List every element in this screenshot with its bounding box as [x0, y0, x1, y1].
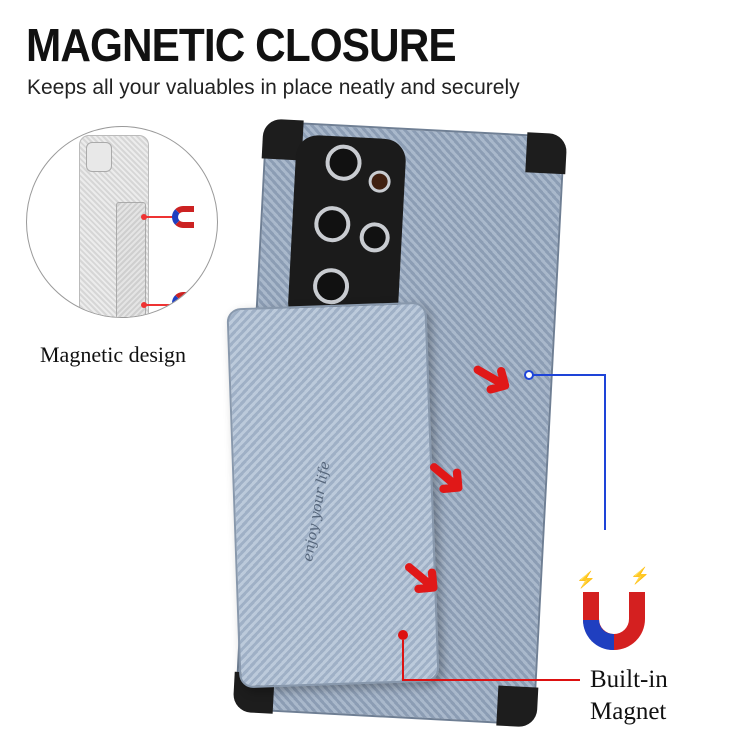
camera-module: [287, 134, 407, 330]
magnetic-design-inset: [26, 126, 218, 318]
callout-line1: Built-in: [590, 666, 668, 693]
camera-lens: [312, 267, 350, 306]
subtitle: Keeps all your valuables in place neatly…: [27, 76, 520, 99]
camera-lens: [358, 221, 391, 254]
card-wallet: [226, 301, 440, 689]
inset-magnet-icon: [172, 292, 194, 314]
inset-phone-image: [79, 135, 149, 317]
inset-pointer-line: [143, 304, 173, 306]
red-pointer-line: [402, 679, 580, 681]
flash-icon: [368, 170, 392, 194]
case-corner: [525, 132, 568, 175]
inset-magnet-icon: [172, 206, 194, 228]
inset-caption: Magnetic design: [40, 342, 187, 367]
red-point-dot: [398, 630, 408, 640]
inset-camera: [86, 142, 112, 172]
magnet-icon-blue-pole: [583, 620, 614, 650]
case-corner: [496, 685, 539, 728]
blue-pointer-line: [533, 374, 605, 376]
inset-pointer-line: [143, 216, 173, 218]
magnetic-spark-icon: ⚡: [630, 568, 650, 585]
inset-card-slot: [116, 202, 146, 317]
page-title: MAGNETIC CLOSURE: [26, 19, 457, 71]
callout-line2: Magnet: [590, 698, 667, 725]
red-pointer-line: [402, 640, 404, 680]
magnetic-spark-icon: ⚡: [576, 572, 596, 589]
camera-lens: [313, 205, 352, 244]
blue-pointer-line: [604, 374, 606, 530]
camera-lens: [324, 143, 363, 182]
built-in-magnet-label: Built-in Magnet: [590, 664, 668, 728]
